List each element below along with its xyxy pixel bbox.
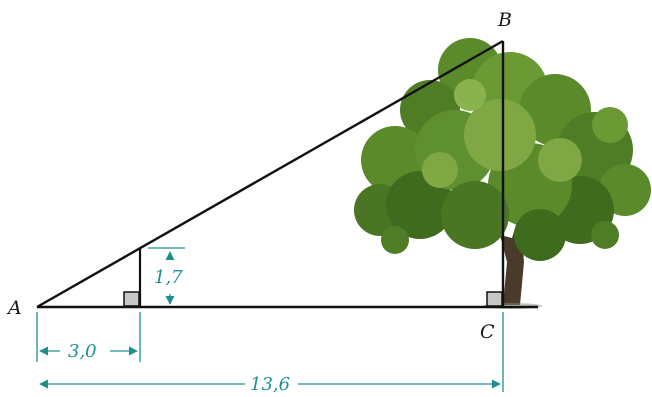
point-label-A: A: [6, 297, 22, 319]
point-label-C: C: [480, 321, 495, 343]
tree-canopy: [354, 38, 651, 261]
tree-icon: [354, 38, 651, 309]
side-AB: [36, 39, 504, 309]
dimension-long-base: 13,6: [39, 312, 504, 395]
dimension-label-short-base: 3,0: [68, 341, 97, 362]
dimension-label-long-base: 13,6: [250, 374, 290, 395]
dimension-short-height: 1,7: [148, 247, 185, 305]
right-angle-marker-C: [486, 291, 503, 307]
point-label-B: B: [497, 9, 512, 31]
right-angle-marker-small: [123, 291, 140, 307]
large-triangle: [36, 39, 538, 309]
dimension-label-short-height: 1,7: [154, 267, 183, 288]
dimension-short-base: 3,0: [36, 312, 141, 362]
